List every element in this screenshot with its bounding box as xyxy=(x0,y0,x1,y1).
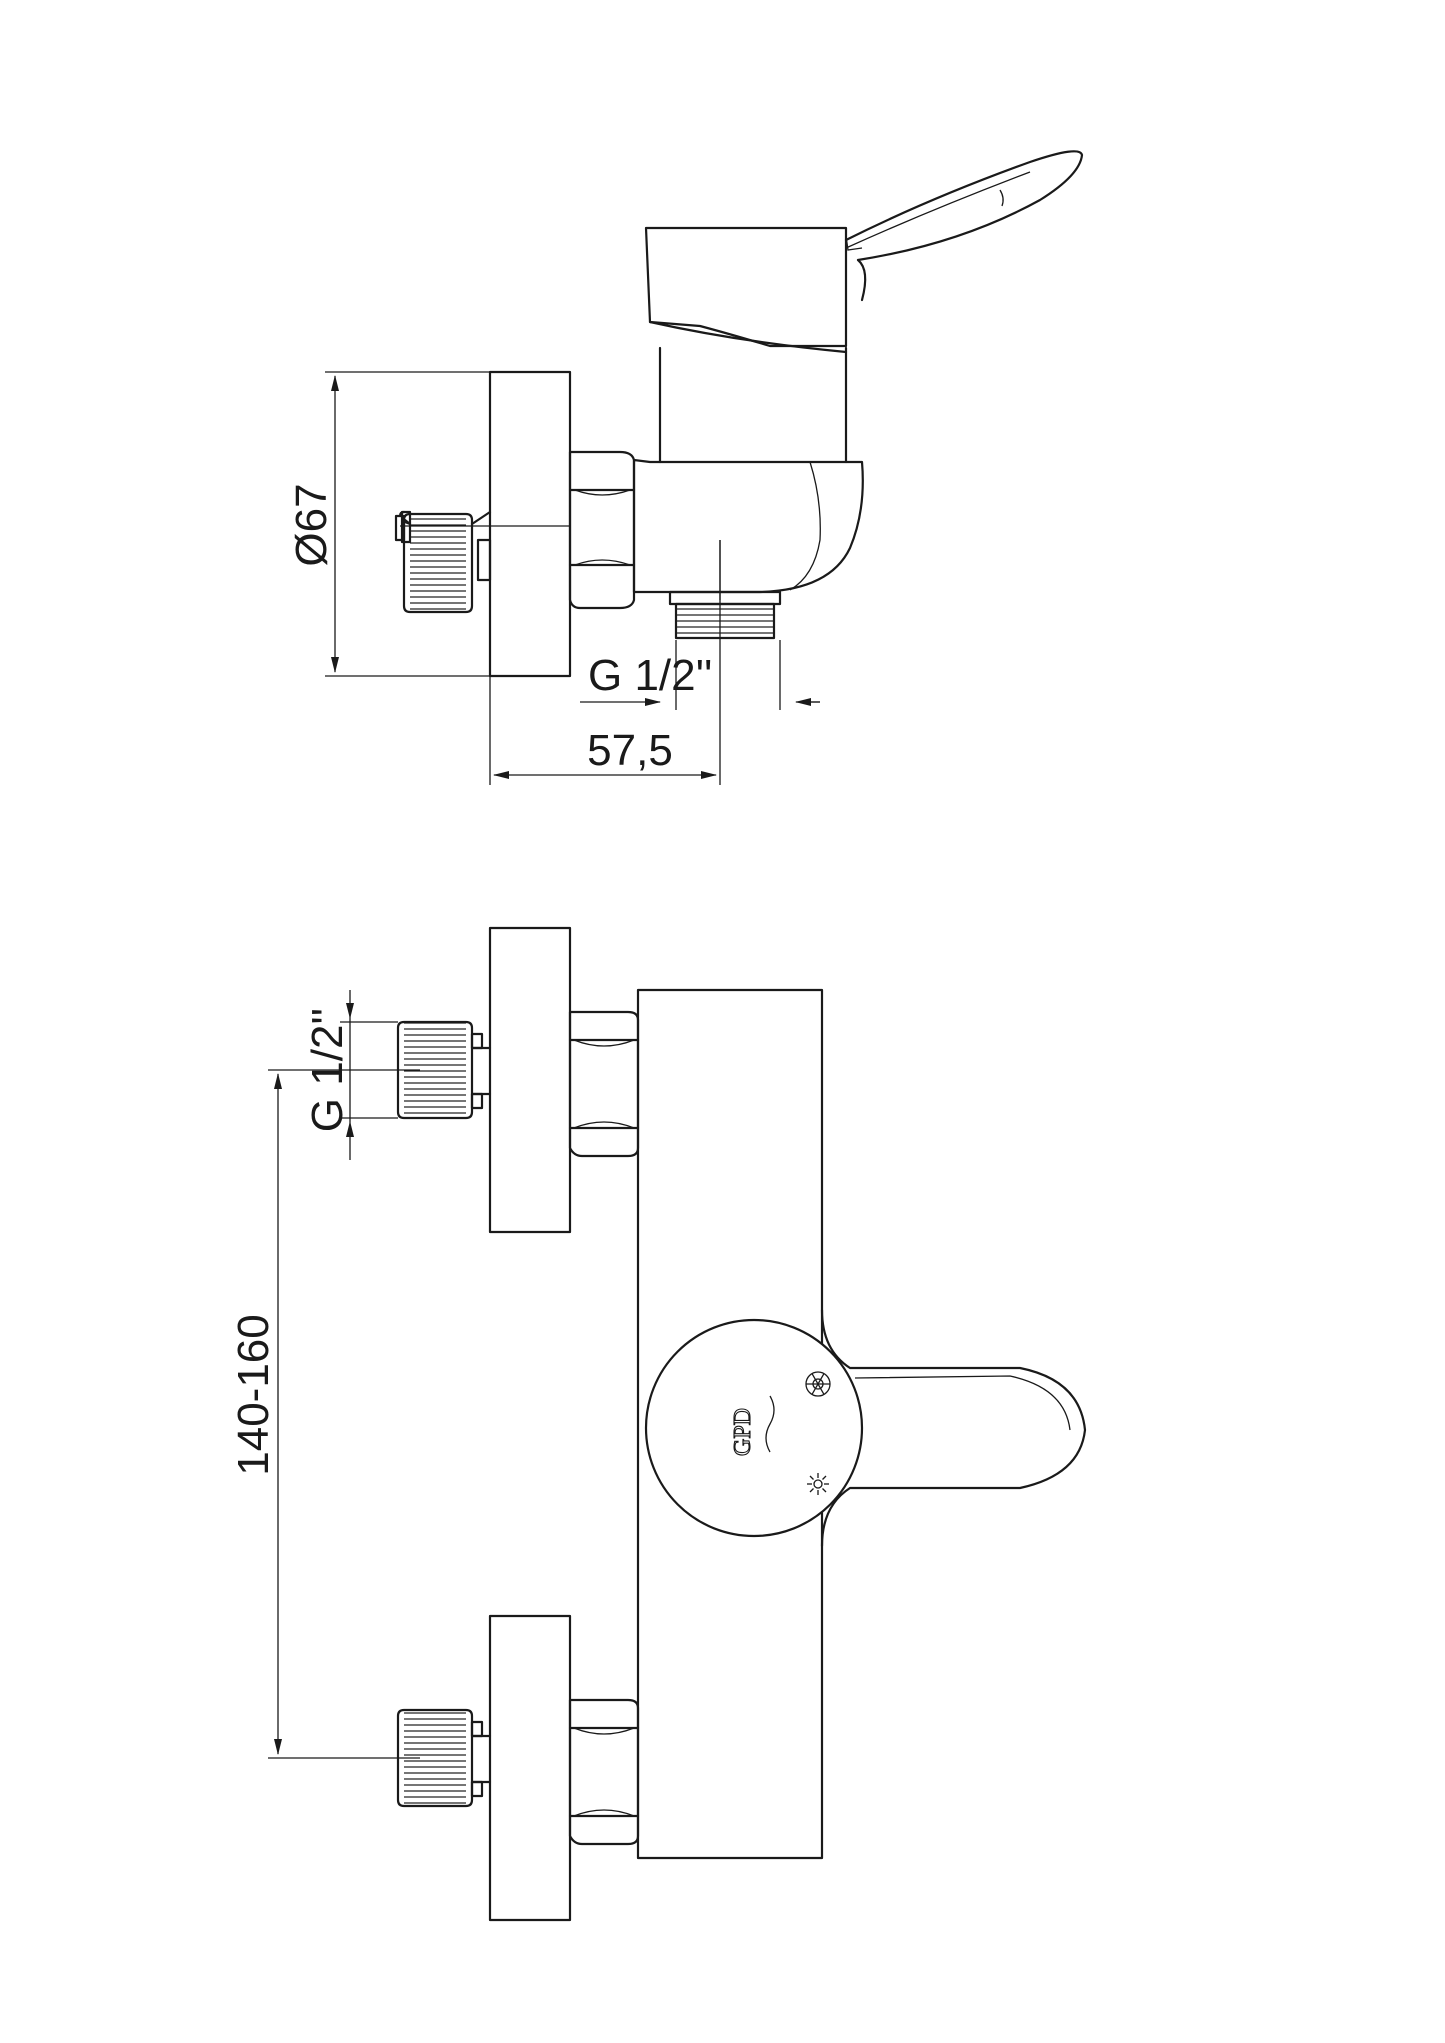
hex-nut-upper xyxy=(568,1010,640,1158)
dimension-diameter: Ø67 xyxy=(287,371,570,677)
handle-disc xyxy=(644,1318,864,1538)
depth-label: 57,5 xyxy=(587,726,673,775)
dimension-depth: 57,5 xyxy=(489,650,721,785)
lower-flange xyxy=(488,1614,572,1922)
upper-flange xyxy=(488,926,572,1234)
handle-front xyxy=(644,1308,1087,1548)
top-side-view: Ø67 G 1/2'' 57,5 xyxy=(287,150,1084,785)
inlet-thread-lower xyxy=(396,1708,492,1808)
thread-top-label: G 1/2'' xyxy=(588,651,712,700)
mixer-body-side xyxy=(632,346,864,600)
dimension-thread-top: G 1/2'' xyxy=(580,640,820,710)
logo-text: GPD xyxy=(730,1408,756,1456)
wall-flange xyxy=(488,370,572,678)
dimension-thread-front: G 1/2'' xyxy=(303,990,398,1160)
lever-side xyxy=(644,150,1084,354)
diameter-label: Ø67 xyxy=(287,483,336,566)
hex-nut-top xyxy=(568,450,636,610)
inlet-thread xyxy=(394,510,492,614)
snowflake-icon xyxy=(805,1371,831,1397)
front-view: GPD xyxy=(229,926,1087,1922)
dimension-spacing: 140-160 xyxy=(229,1069,420,1759)
spacing-label: 140-160 xyxy=(229,1314,278,1475)
sun-icon xyxy=(807,1473,829,1495)
hex-nut-lower xyxy=(568,1698,640,1846)
outlet-thread xyxy=(668,540,782,650)
brand-logo: GPD xyxy=(729,1395,775,1457)
